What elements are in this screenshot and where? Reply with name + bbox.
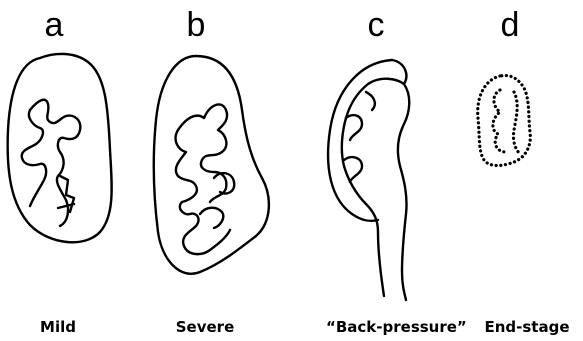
panel-d-caption: End-stage <box>482 318 572 336</box>
